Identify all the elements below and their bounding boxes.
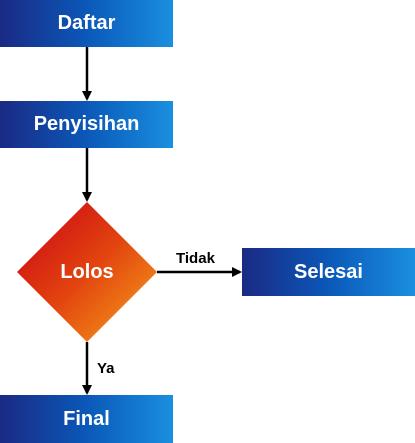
decision-diamond-lolos <box>17 202 157 342</box>
node-final-label: Final <box>63 407 110 430</box>
node-lolos-label: Lolos <box>60 260 114 283</box>
edge-label-tidak: Tidak <box>176 250 215 267</box>
node-selesai-label: Selesai <box>294 260 363 283</box>
node-final: Final <box>0 395 173 443</box>
node-penyisihan-label: Penyisihan <box>33 113 140 135</box>
node-daftar: Daftar <box>0 0 173 47</box>
node-penyisihan: Penyisihan <box>0 101 173 148</box>
edge-label-ya: Ya <box>97 360 115 377</box>
node-daftar-label: Daftar <box>57 12 116 34</box>
node-selesai: Selesai <box>242 248 415 296</box>
